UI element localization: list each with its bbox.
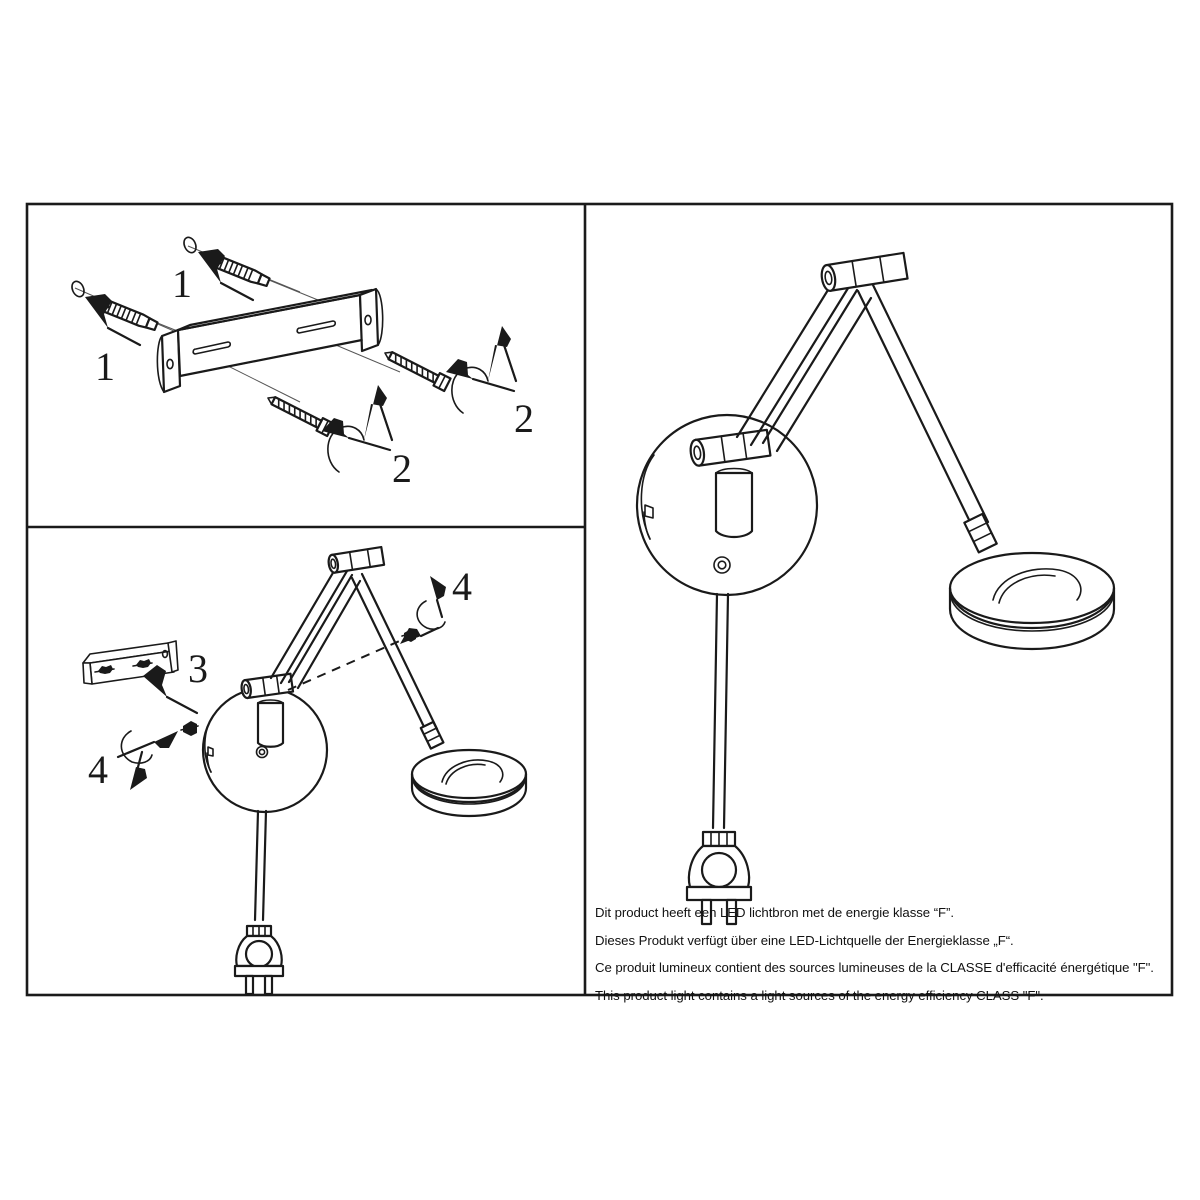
mounting-bracket bbox=[156, 287, 384, 394]
step-label-2-lower: 2 bbox=[392, 446, 412, 491]
bracket-screw-head-left bbox=[94, 665, 115, 674]
wall-anchor-left bbox=[102, 299, 159, 332]
step-3-arrow bbox=[143, 665, 199, 715]
lamp-wall-disc-small bbox=[201, 672, 329, 814]
panel-right-content bbox=[635, 251, 1116, 926]
lower-arm-small bbox=[350, 572, 439, 735]
panel-top-left-content: 1 1 2 2 bbox=[71, 236, 534, 491]
step-label-4-lower: 4 bbox=[88, 747, 108, 792]
wood-screw-upper bbox=[384, 351, 452, 393]
head-joint-small bbox=[419, 720, 445, 750]
step-label-2-upper: 2 bbox=[514, 396, 534, 441]
step-label-4-upper: 4 bbox=[452, 564, 472, 609]
elbow-joint bbox=[820, 251, 909, 292]
wood-screw-lower bbox=[267, 396, 335, 438]
set-screw-disc bbox=[180, 721, 199, 736]
step-1-arrow-left bbox=[85, 294, 142, 347]
lamp-wall-disc bbox=[635, 413, 819, 597]
alignment-dashed-line bbox=[287, 638, 405, 691]
head-joint bbox=[963, 512, 998, 554]
bracket-screw-head-right bbox=[132, 659, 153, 668]
step-4-symbol-upper bbox=[400, 576, 446, 644]
energy-class-notice: Dit product heeft een LED lichtbron met … bbox=[595, 905, 1175, 1015]
drill-hole-marks bbox=[71, 236, 197, 298]
step-4-symbol-lower bbox=[116, 730, 178, 790]
panel-bottom-left-content: 3 bbox=[82, 545, 528, 996]
wall-anchor-right bbox=[214, 255, 271, 288]
base-pivot-joint bbox=[689, 428, 772, 467]
euro-plug bbox=[685, 830, 753, 926]
notice-line-en: This product light contains a light sour… bbox=[595, 987, 1044, 1003]
upper-arm-small bbox=[269, 564, 362, 690]
power-cord bbox=[711, 592, 730, 830]
step-2-symbol-upper bbox=[446, 326, 518, 414]
euro-plug-small bbox=[233, 924, 285, 996]
upper-arm bbox=[735, 275, 873, 453]
notice-line-fr: Ce produit lumineux contient des sources… bbox=[595, 960, 1154, 975]
step-1-arrow-upper bbox=[198, 249, 255, 302]
notice-line-nl: Dit product heeft een LED lichtbron met … bbox=[595, 905, 955, 920]
step-label-1-left: 1 bbox=[95, 344, 115, 389]
lower-arm bbox=[856, 283, 990, 530]
elbow-joint-small bbox=[327, 545, 386, 574]
lamp-head bbox=[948, 551, 1116, 651]
bracket-with-screws bbox=[82, 640, 179, 685]
power-cord-small bbox=[253, 809, 268, 922]
step-2-symbol-lower bbox=[322, 385, 394, 473]
lamp-head-small bbox=[410, 748, 528, 818]
panel-frame bbox=[25, 202, 1174, 997]
step-label-3: 3 bbox=[188, 646, 208, 691]
step-label-1-upper: 1 bbox=[172, 261, 192, 306]
notice-line-de: Dieses Produkt verfügt über eine LED-Lic… bbox=[595, 932, 1014, 948]
